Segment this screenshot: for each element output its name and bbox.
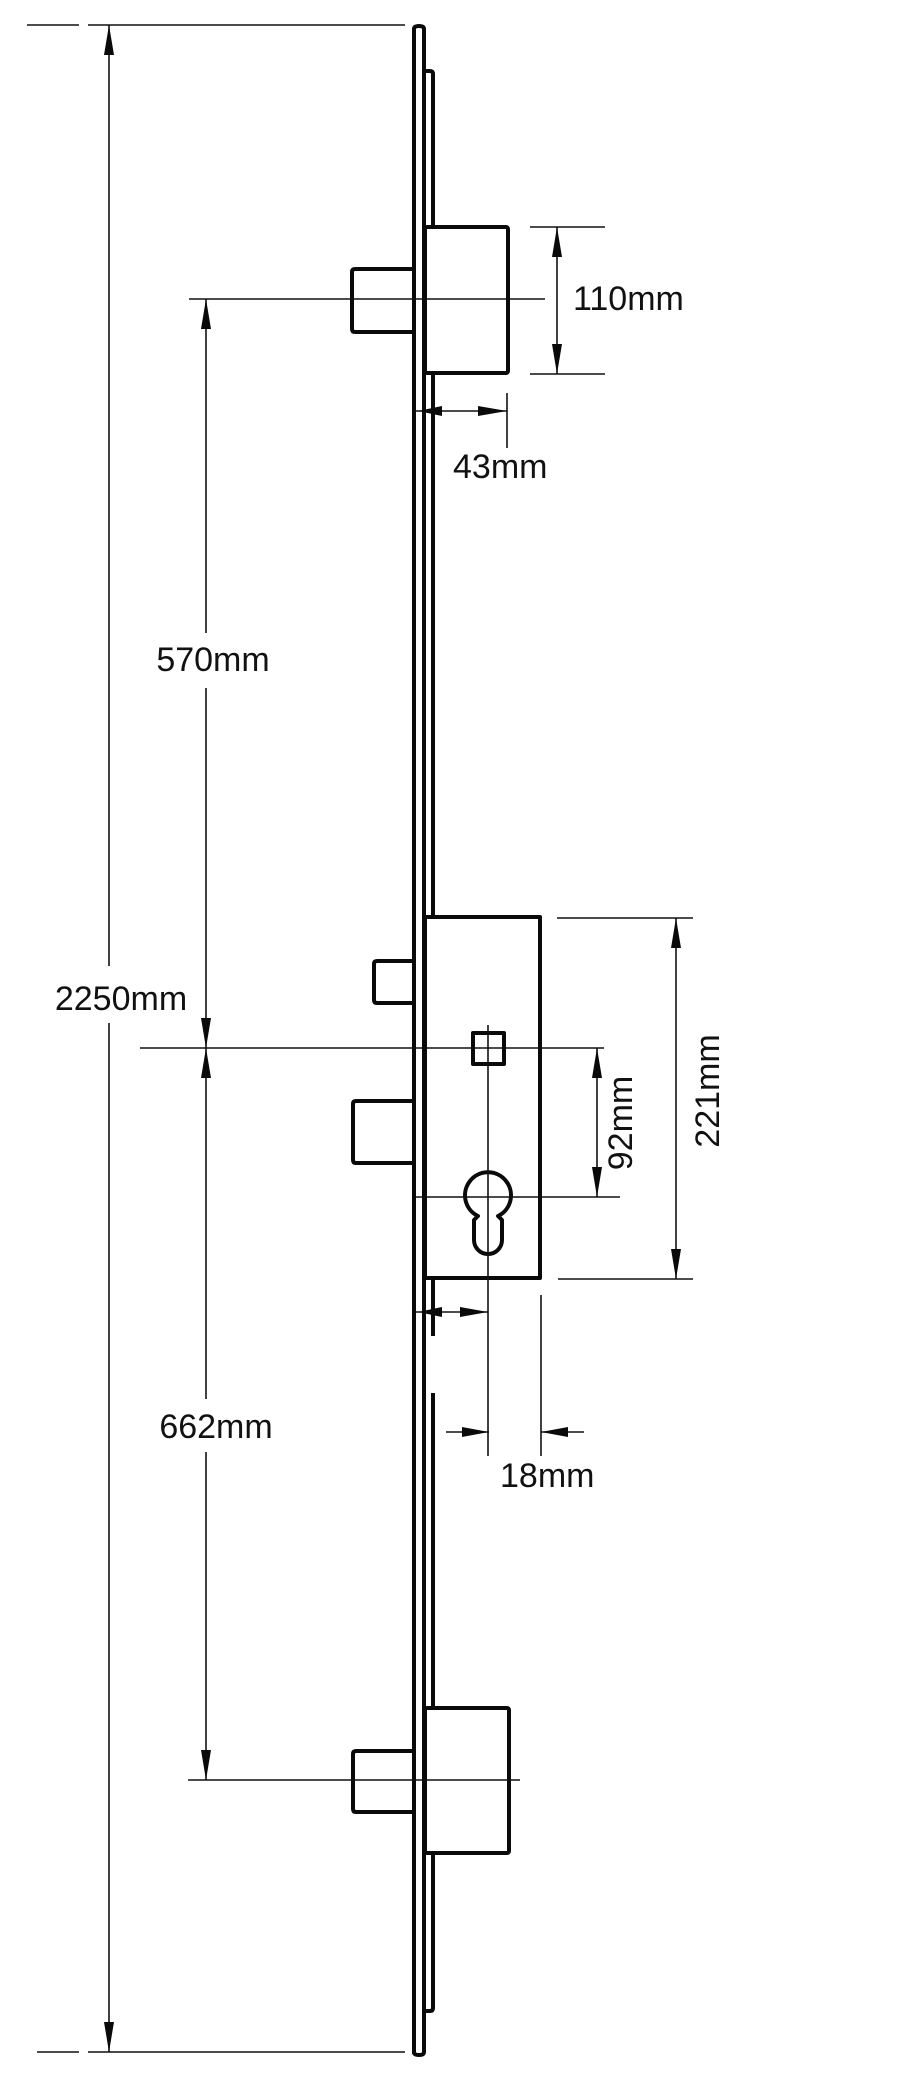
label-centre-distance: 92mm [602, 1076, 640, 1170]
extension-lines [27, 24, 693, 2053]
dimension-overall-length: 2250mm [55, 25, 187, 2052]
dimension-top-hook-to-spindle: 570mm [156, 299, 270, 1048]
label-hook-projection: 43mm [453, 448, 547, 486]
dimension-backset [415, 1307, 488, 1317]
dimension-hook-projection: 43mm [414, 406, 547, 486]
back-rail [422, 69, 435, 2013]
top-hook-bolt [350, 267, 413, 334]
label-top-hook-to-spindle: 570mm [156, 641, 269, 679]
euro-cylinder-cutout [463, 1170, 513, 1256]
dimension-spindle-offset: 18mm [446, 1427, 594, 1495]
label-overall-length: 2250mm [55, 980, 187, 1018]
dimension-hook-box-height: 110mm [552, 227, 684, 374]
deadbolt [351, 1099, 413, 1165]
top-hook-assembly [350, 225, 510, 375]
label-gearbox-height: 221mm [689, 1034, 727, 1147]
gearbox-assembly [351, 915, 542, 1280]
dimension-gearbox-height: 221mm [671, 918, 727, 1279]
faceplate [412, 24, 426, 2057]
dimension-centre-distance: 92mm [592, 1048, 640, 1197]
gearbox-case [423, 915, 542, 1280]
bottom-hook-bolt [351, 1749, 413, 1814]
dimension-spindle-to-bottom-hook: 662mm [159, 1048, 273, 1780]
latch [372, 959, 413, 1005]
top-hook-box [423, 225, 510, 375]
label-hook-box-height: 110mm [573, 280, 684, 318]
label-spindle-to-bottom-hook: 662mm [159, 1408, 272, 1446]
label-spindle-offset: 18mm [500, 1457, 594, 1495]
